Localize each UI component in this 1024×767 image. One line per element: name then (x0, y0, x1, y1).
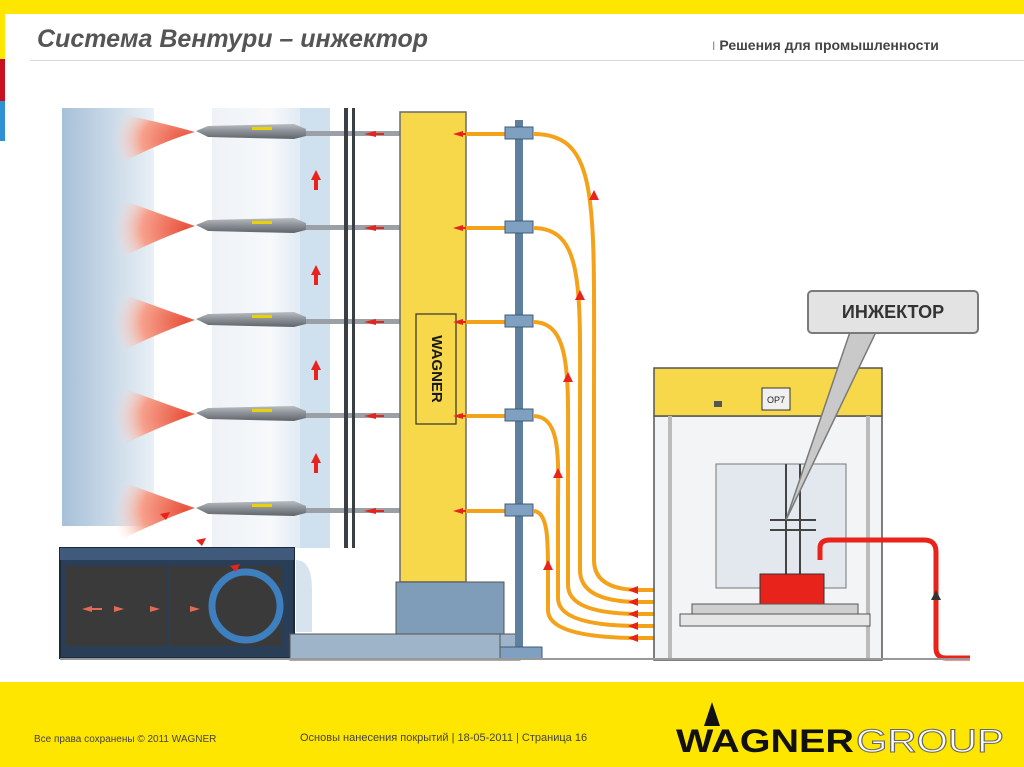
injector-callout-label: ИНЖЕКТОР (807, 290, 979, 334)
side-accent-blue (0, 101, 5, 141)
control-panel (761, 387, 791, 411)
gun-column (399, 111, 467, 583)
footer-presentation-info: Основы нанесения покрытий | 18-05-2011 |… (300, 732, 588, 744)
floor-plate (289, 633, 501, 661)
powder-supply-pipe (817, 537, 970, 661)
spray-cone (112, 384, 195, 450)
spray-cone (112, 112, 195, 168)
column-base (395, 581, 505, 635)
spray-cone (112, 196, 195, 262)
logo-word-wagner: WAGNER (676, 723, 854, 758)
gun-mast (344, 108, 348, 548)
header-divider (30, 60, 1024, 61)
control-display: OP7 (767, 395, 785, 405)
spray-cone (112, 478, 195, 544)
header-separator: I (712, 39, 716, 53)
fan-wheel (208, 568, 284, 644)
hose-manifold-pole (515, 120, 523, 650)
top-yellow-band (0, 0, 1024, 14)
air-flow-arrows (311, 131, 384, 514)
spray-cone (112, 290, 195, 356)
side-accent-red (0, 59, 5, 101)
spray-gun (196, 124, 401, 139)
spray-gun (196, 501, 401, 516)
logo-peak-mark (704, 702, 720, 726)
spray-gun (196, 218, 401, 233)
curved-hoses (532, 132, 655, 640)
spray-gun (196, 312, 401, 327)
column-logo: WAGNER (428, 335, 445, 403)
logo-word-group: GROUP (856, 723, 1004, 758)
spray-gun (196, 406, 401, 421)
page-title: Система Вентури – инжектор (37, 25, 429, 53)
side-accent-yellow (0, 14, 5, 59)
wagner-group-logo: WAGNER GROUP (674, 700, 1008, 758)
spray-cones (112, 112, 195, 544)
footer-copyright: Все права сохранены © 2011 WAGNER (34, 734, 217, 745)
header-subtitle: Решения для промышленности (719, 37, 939, 53)
powder-hoses (466, 132, 510, 513)
